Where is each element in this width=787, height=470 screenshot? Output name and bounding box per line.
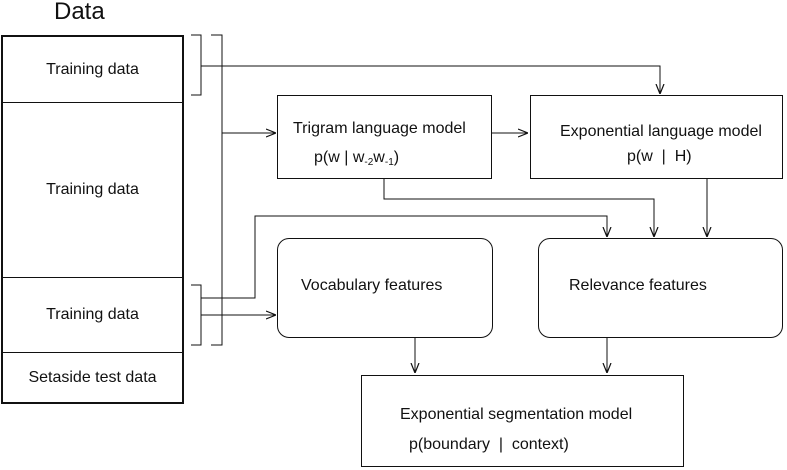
bracket-training-3 — [191, 284, 202, 346]
trigram-formula-suffix: ) — [393, 149, 400, 166]
data-title: Data — [54, 0, 105, 25]
trigram-language-model-box: Trigram language model p(w | w-2w-1) — [277, 95, 492, 179]
training-data-segment-3: Training data — [3, 278, 182, 353]
exponential-lm-title: Exponential language model — [560, 123, 762, 140]
exponential-segmentation-model-box: Exponential segmentation model p(boundar… — [361, 375, 684, 467]
exponential-segmentation-title: Exponential segmentation model — [400, 406, 633, 423]
trigram-formula: p(w | w-2w-1) — [314, 149, 399, 168]
vocabulary-features-box: Vocabulary features — [277, 238, 493, 338]
relevance-features-title: Relevance features — [569, 277, 707, 294]
data-stack: Training data Training data Training dat… — [1, 35, 184, 404]
trigram-title: Trigram language model — [293, 120, 466, 137]
exponential-language-model-box: Exponential language model p(w | H) — [530, 95, 783, 179]
trigram-formula-sub1: -2 — [364, 157, 374, 168]
training-data-segment-1: Training data — [3, 37, 182, 103]
arrow-training3-to-relevance — [201, 215, 607, 299]
arrow-training-to-explm — [201, 65, 660, 94]
trigram-formula-sub2: -1 — [384, 157, 394, 168]
vocabulary-features-title: Vocabulary features — [301, 277, 443, 294]
arrow-trigram-to-relevance — [383, 179, 654, 237]
exponential-lm-formula: p(w | H) — [627, 148, 692, 165]
exponential-segmentation-formula: p(boundary | context) — [409, 436, 569, 453]
training-data-segment-2: Training data — [3, 103, 182, 278]
bracket-all-training — [211, 34, 223, 346]
trigram-formula-mid: w — [373, 149, 385, 166]
bracket-training-1 — [191, 34, 202, 96]
trigram-formula-prefix: p(w | w — [314, 149, 365, 166]
setaside-test-data-segment: Setaside test data — [28, 368, 157, 386]
relevance-features-box: Relevance features — [538, 238, 783, 338]
